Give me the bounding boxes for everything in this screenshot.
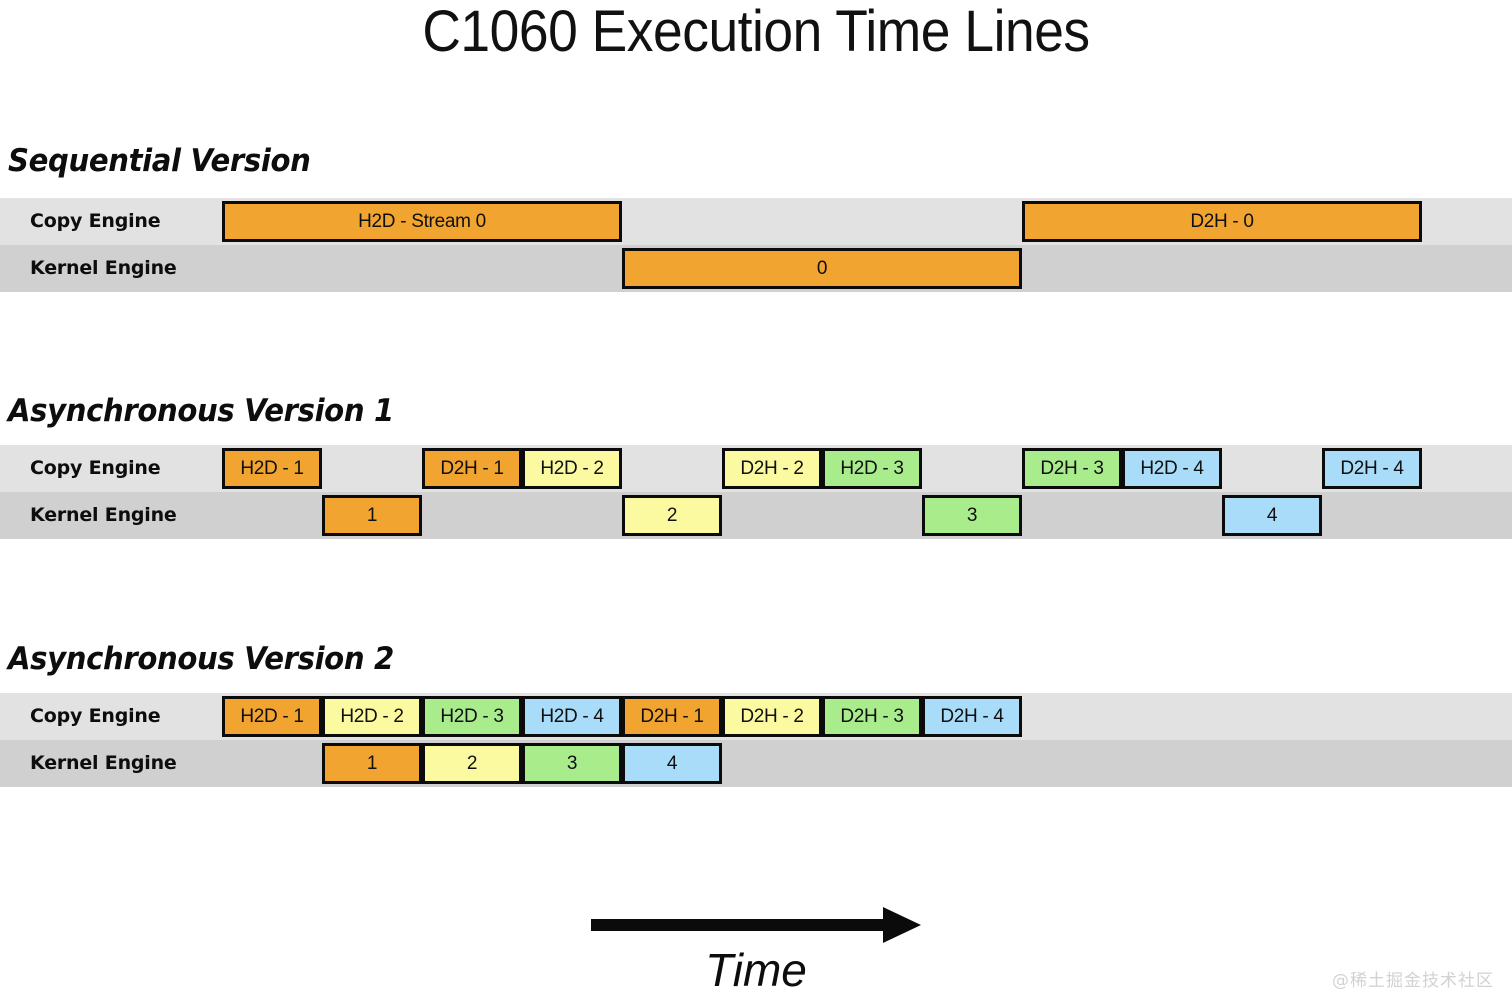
timeline-block[interactable]: H2D - 2 xyxy=(522,448,622,489)
arrow-right-icon xyxy=(591,907,921,943)
timeline-block[interactable]: H2D - 3 xyxy=(822,448,922,489)
time-axis-label: Time xyxy=(705,944,807,996)
timeline-block[interactable]: H2D - 4 xyxy=(522,696,622,737)
timeline-block[interactable]: 4 xyxy=(1222,495,1322,536)
row-label-kernel: Kernel Engine xyxy=(30,752,177,774)
timeline-block[interactable]: D2H - 2 xyxy=(722,696,822,737)
timeline-block[interactable]: 2 xyxy=(422,743,522,784)
page-title: C1060 Execution Time Lines xyxy=(422,0,1090,64)
timeline-block[interactable]: 1 xyxy=(322,495,422,536)
timeline-block[interactable]: H2D - 1 xyxy=(222,448,322,489)
row-label-kernel: Kernel Engine xyxy=(30,504,177,526)
timeline-block[interactable]: H2D - 3 xyxy=(422,696,522,737)
row-label-copy: Copy Engine xyxy=(30,210,161,232)
watermark: @稀土掘金技术社区 xyxy=(1332,971,1494,991)
timeline-block[interactable]: 3 xyxy=(922,495,1022,536)
section-heading: Sequential Version xyxy=(8,143,311,179)
row-label-copy: Copy Engine xyxy=(30,705,161,727)
timeline-block[interactable]: D2H - 0 xyxy=(1022,201,1422,242)
timeline-block[interactable]: D2H - 3 xyxy=(1022,448,1122,489)
timeline-block[interactable]: D2H - 2 xyxy=(722,448,822,489)
timeline-block[interactable]: D2H - 4 xyxy=(922,696,1022,737)
timeline-block[interactable]: D2H - 1 xyxy=(622,696,722,737)
row-label-copy: Copy Engine xyxy=(30,457,161,479)
timeline-block[interactable]: H2D - 2 xyxy=(322,696,422,737)
timeline-block[interactable]: D2H - 3 xyxy=(822,696,922,737)
section-heading: Asynchronous Version 2 xyxy=(8,641,394,677)
timeline-block[interactable]: 1 xyxy=(322,743,422,784)
timeline-block[interactable]: 2 xyxy=(622,495,722,536)
timeline-block[interactable]: 4 xyxy=(622,743,722,784)
timeline-block[interactable]: H2D - Stream 0 xyxy=(222,201,622,242)
timeline-row-kernel: Kernel Engine 0 xyxy=(0,245,1512,292)
section-heading: Asynchronous Version 1 xyxy=(8,393,394,429)
row-label-kernel: Kernel Engine xyxy=(30,257,177,279)
timeline-row-copy: Copy Engine H2D - Stream 0 D2H - 0 xyxy=(0,198,1512,245)
timeline-block[interactable]: 0 xyxy=(622,248,1022,289)
timeline-block[interactable]: 3 xyxy=(522,743,622,784)
timeline-block[interactable]: D2H - 1 xyxy=(422,448,522,489)
timeline-block[interactable]: H2D - 4 xyxy=(1122,448,1222,489)
timeline-block[interactable]: H2D - 1 xyxy=(222,696,322,737)
timeline-row-kernel: Kernel Engine 1 2 3 4 xyxy=(0,492,1512,539)
timeline-block[interactable]: D2H - 4 xyxy=(1322,448,1422,489)
